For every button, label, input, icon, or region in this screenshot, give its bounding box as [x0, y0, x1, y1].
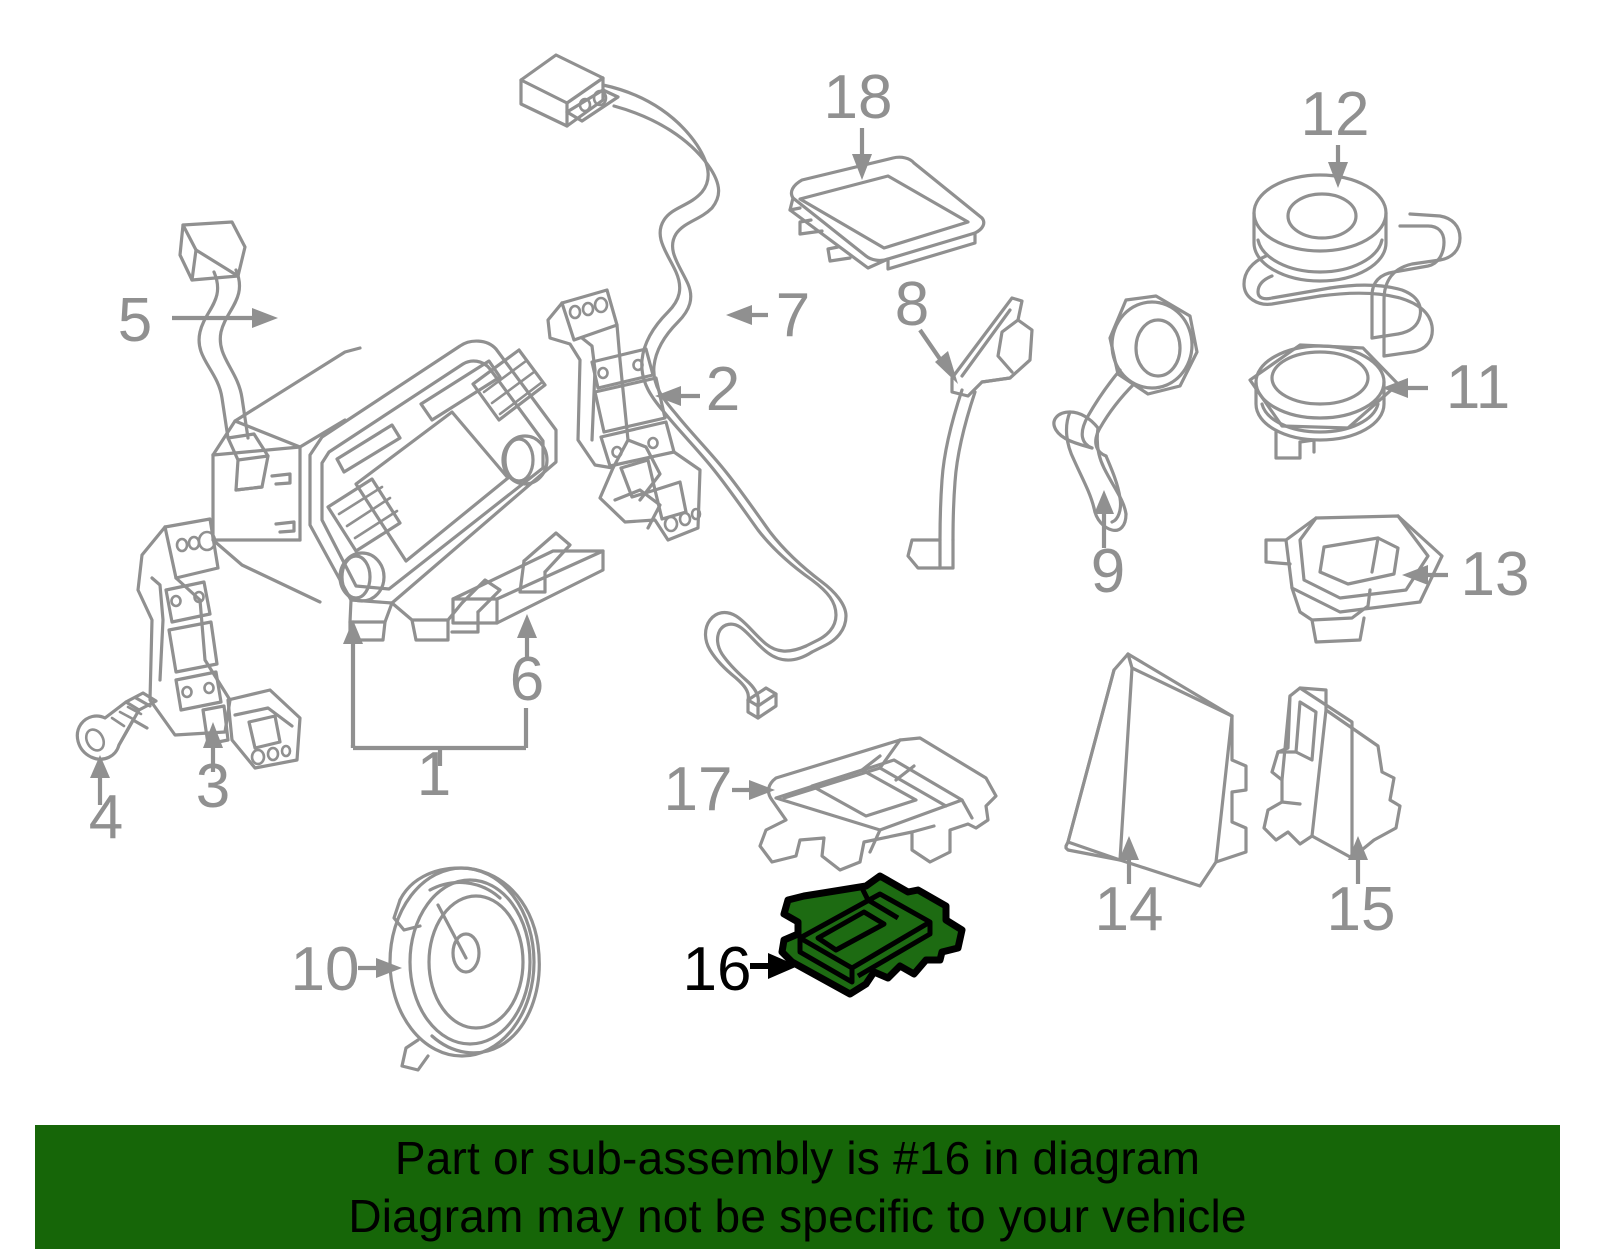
part-4-mounting-screw [75, 691, 158, 761]
callout-label-3: 3 [196, 752, 230, 821]
part-18-cover-plate [788, 155, 986, 271]
banner-line-1: Part or sub-assembly is #16 in diagram [394, 1132, 1201, 1184]
part-12-tweeter-speaker-with-bracket [1242, 173, 1462, 358]
callout-arrow-16 [750, 953, 798, 979]
callout-label-17: 17 [664, 755, 733, 824]
callout-arrow-15 [1348, 836, 1368, 884]
callout-label-12: 12 [1301, 80, 1370, 149]
part-2-radio-mounting-bracket-right [546, 288, 702, 542]
callout-label-5: 5 [118, 286, 152, 355]
callout-label-7: 7 [776, 281, 810, 350]
part-6-trim-panel [451, 549, 605, 625]
part-11-tweeter-speaker-mounted [1248, 343, 1400, 460]
part-5-wiring-harness-jumper [178, 220, 270, 492]
part-9-tweeter-speaker-with-lead [1052, 294, 1199, 532]
part-14-amplifier-module [1064, 652, 1248, 888]
callout-label-4: 4 [89, 783, 123, 852]
part-13-speaker-grille-housing [1264, 514, 1444, 644]
callout-label-2: 2 [706, 355, 740, 424]
callout-arrow-8 [918, 328, 958, 384]
callout-label-14: 14 [1095, 875, 1164, 944]
callout-arrow-12 [1328, 145, 1348, 188]
part-17-bracket-support [758, 736, 998, 872]
callout-arrow-18 [852, 128, 872, 180]
callout-arrow-7 [726, 305, 768, 325]
callout-arrow-4 [90, 755, 110, 805]
part-8-microphone-assembly [906, 296, 1034, 570]
callout-label-15: 15 [1327, 875, 1396, 944]
callout-bracket-1 [343, 620, 529, 766]
callout-label-13: 13 [1461, 540, 1530, 609]
part-16-highlighted-module [778, 872, 966, 998]
callout-arrow-11 [1382, 378, 1428, 398]
callout-arrow-5 [172, 308, 278, 328]
callout-arrow-3 [203, 722, 223, 772]
callout-arrow-14 [1119, 836, 1139, 884]
callout-arrow-6 [517, 614, 537, 660]
callout-arrow-10 [358, 958, 402, 978]
part-1-radio-receiver-assembly [211, 339, 572, 642]
callout-arrow-2 [655, 386, 700, 406]
banner-line-2: Diagram may not be specific to your vehi… [348, 1190, 1247, 1242]
callout-label-11: 11 [1446, 353, 1510, 422]
callout-arrow-9 [1094, 490, 1114, 548]
part-3-radio-mounting-bracket-left [136, 517, 302, 770]
callout-label-10: 10 [291, 935, 360, 1004]
info-banner: Part or sub-assembly is #16 in diagram D… [35, 1125, 1560, 1249]
callout-arrow-13 [1402, 565, 1448, 585]
part-7-antenna-cable [519, 53, 848, 720]
part-15-control-module [1262, 686, 1402, 860]
callout-label-1: 1 [417, 740, 451, 809]
callout-label-18: 18 [824, 63, 893, 132]
callout-label-6: 6 [510, 645, 544, 714]
callout-arrow-17 [732, 780, 775, 800]
callout-label-8: 8 [895, 270, 929, 339]
part-10-door-speaker [388, 866, 541, 1072]
callout-label-16: 16 [683, 935, 752, 1004]
callout-label-9: 9 [1091, 537, 1125, 606]
